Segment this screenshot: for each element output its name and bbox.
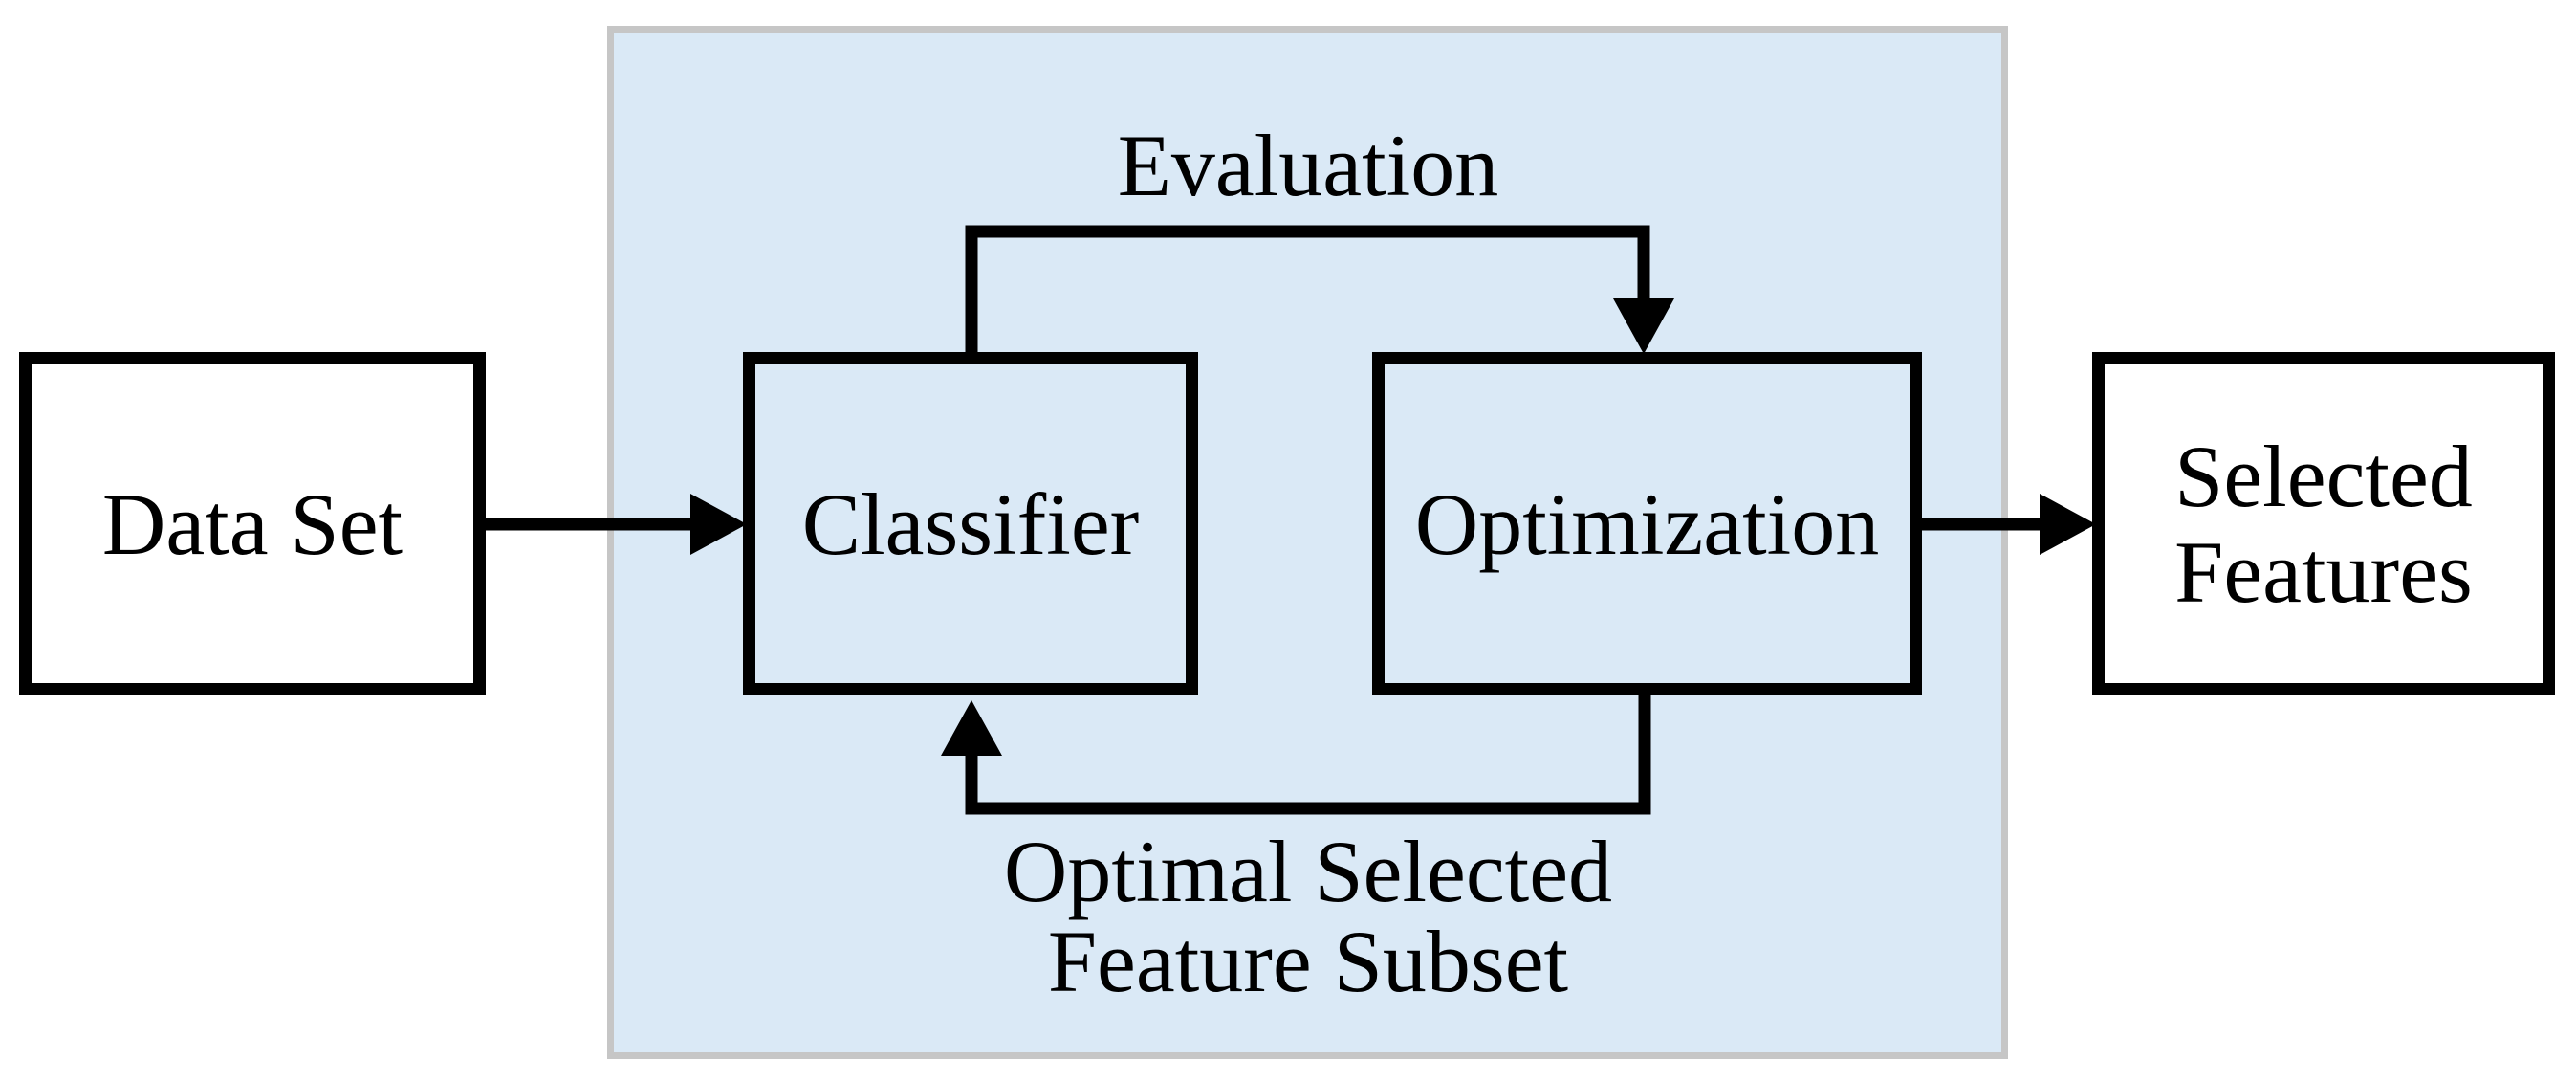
wrapper-panel	[607, 26, 2008, 1059]
node-optimization-label: Optimization	[1414, 474, 1880, 573]
node-selected-features: Selected Features	[2092, 352, 2555, 695]
node-data-set: Data Set	[19, 352, 486, 695]
node-data-set-label: Data Set	[101, 474, 404, 573]
edge-label-evaluation: Evaluation	[1117, 117, 1499, 214]
edge-label-feedback-line1: Optimal Selected	[1003, 823, 1613, 920]
node-selected-features-label: Selected Features	[2174, 429, 2473, 620]
edge-label-feedback: Optimal Selected Feature Subset	[924, 827, 1692, 1006]
node-classifier: Classifier	[743, 352, 1198, 695]
node-selected-features-line2: Features	[2174, 522, 2473, 621]
node-selected-features-line1: Selected	[2174, 427, 2473, 525]
node-classifier-label: Classifier	[801, 474, 1140, 573]
node-optimization: Optimization	[1372, 352, 1922, 695]
edge-label-feedback-line2: Feature Subset	[1047, 913, 1569, 1010]
